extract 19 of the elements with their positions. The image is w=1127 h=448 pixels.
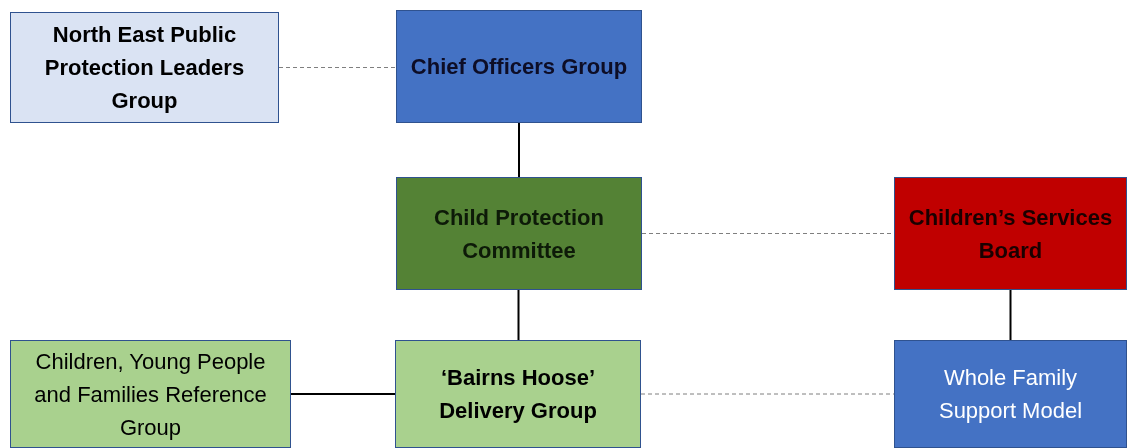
org-box <box>894 177 1127 290</box>
box-label: Whole Family Support Model <box>937 364 1084 425</box>
org-box <box>396 177 642 290</box>
org-box <box>395 340 641 448</box>
box-label: Chief Officers Group <box>410 53 628 81</box>
dashed-connector <box>278 67 397 68</box>
org-box <box>396 10 642 123</box>
box-label: Child Protection Committee <box>433 203 605 265</box>
org-box <box>894 340 1127 448</box>
connector-line <box>290 393 396 395</box>
box-label: ‘Bairns Hoose’ Delivery Group <box>438 364 598 425</box>
box-label: North East Public Protection Leaders Group <box>43 21 246 115</box>
box-label: Children, Young People and Families Reference Group <box>33 347 268 442</box>
org-box <box>10 340 291 448</box>
org-box <box>10 12 279 123</box>
connector-line <box>518 122 520 178</box>
connector-line <box>517 289 520 341</box>
box-label: Children’s Services Board <box>907 203 1114 265</box>
connector-line <box>1009 289 1012 341</box>
